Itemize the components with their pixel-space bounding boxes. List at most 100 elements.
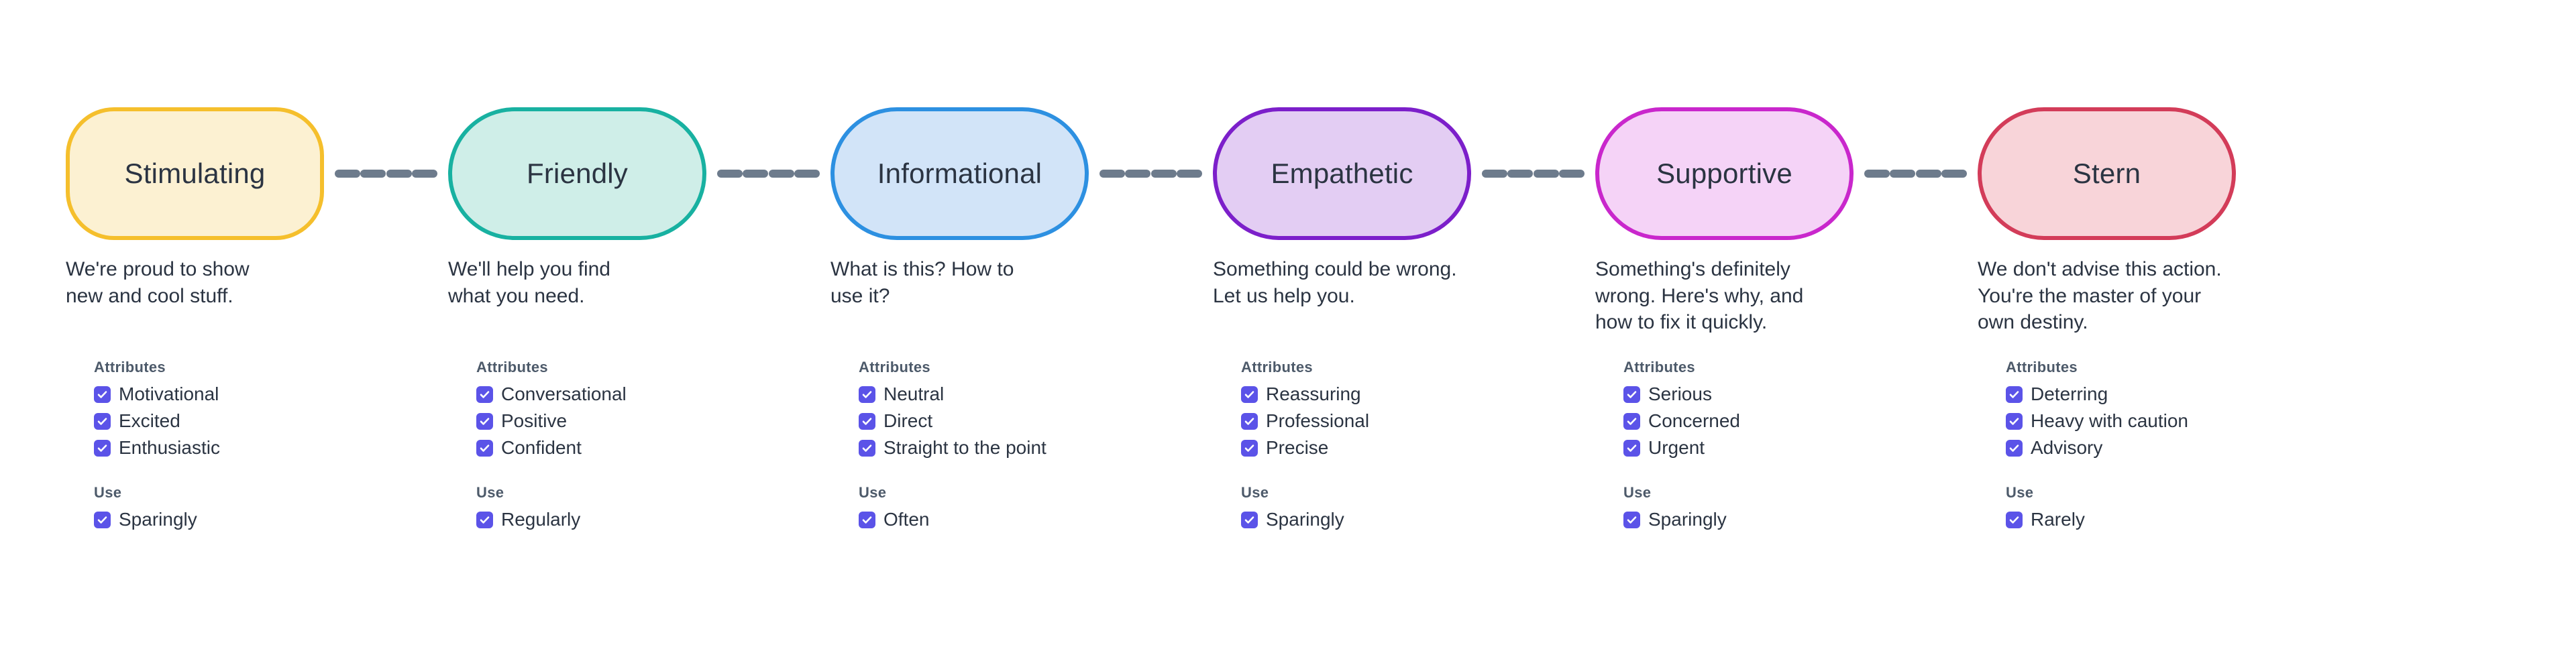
connector-dash <box>717 170 743 178</box>
use-heading: Use <box>94 484 122 501</box>
use-item[interactable]: Sparingly <box>1623 506 1919 533</box>
tone-description: Something could be wrong. Let us help yo… <box>1213 258 1457 307</box>
tone-pill-label: Informational <box>877 157 1042 189</box>
check-icon[interactable] <box>1241 412 1258 430</box>
attribute-item[interactable]: Excited <box>94 408 389 434</box>
attribute-item[interactable]: Straight to the point <box>859 434 1154 461</box>
checkbox-label: Urgent <box>1648 437 1705 458</box>
tone-pill-informational[interactable]: Informational <box>830 107 1089 240</box>
check-icon[interactable] <box>1623 386 1640 403</box>
checkbox-label: Deterring <box>2031 384 2108 404</box>
checkbox-label: Heavy with caution <box>2031 410 2189 431</box>
tone-pill-label: Friendly <box>527 157 628 189</box>
check-icon[interactable] <box>2006 439 2023 457</box>
attribute-item[interactable]: Professional <box>1241 408 1536 434</box>
attribute-item[interactable]: Advisory <box>2006 434 2301 461</box>
connector-dash <box>794 170 820 178</box>
tone-connector-empathetic-to-supportive <box>1482 170 1585 178</box>
use-item[interactable]: Rarely <box>2006 506 2301 533</box>
check-icon[interactable] <box>1623 511 1640 528</box>
tone-pill-stimulating[interactable]: Stimulating <box>66 107 324 240</box>
tone-connector-supportive-to-stern <box>1864 170 1967 178</box>
connector-dash <box>1176 170 1202 178</box>
connector-dash <box>1558 170 1585 178</box>
checkbox-label: Neutral <box>883 384 945 404</box>
check-icon[interactable] <box>2006 511 2023 528</box>
use-heading: Use <box>476 484 504 501</box>
check-icon[interactable] <box>859 439 875 457</box>
checkbox-label: Serious <box>1648 384 1712 404</box>
tone-pill-friendly[interactable]: Friendly <box>448 107 706 240</box>
tone-pill-wrapper: Friendly <box>448 107 706 240</box>
check-icon[interactable] <box>1623 412 1640 430</box>
tone-description: Something's definitely wrong. Here's why… <box>1595 258 1804 334</box>
tone-pill-empathetic[interactable]: Empathetic <box>1213 107 1471 240</box>
use-heading: Use <box>1623 484 1652 501</box>
use-heading: Use <box>2006 484 2034 501</box>
tone-pill-label: Stimulating <box>124 157 266 189</box>
tone-pill-label: Stern <box>2072 157 2141 189</box>
attribute-item[interactable]: Heavy with caution <box>2006 408 2301 434</box>
check-icon[interactable] <box>859 386 875 403</box>
attributes-heading: Attributes <box>476 359 548 375</box>
attribute-item[interactable]: Concerned <box>1623 408 1919 434</box>
checkbox-label: Precise <box>1266 437 1329 458</box>
attribute-item[interactable]: Urgent <box>1623 434 1919 461</box>
connector-dash <box>360 170 386 178</box>
connector-dash <box>768 170 794 178</box>
checkbox-label: Confident <box>501 437 582 458</box>
check-icon[interactable] <box>2006 412 2023 430</box>
check-icon[interactable] <box>476 412 493 430</box>
check-icon[interactable] <box>1241 386 1258 403</box>
attribute-item[interactable]: Conversational <box>476 381 771 408</box>
check-icon[interactable] <box>476 439 493 457</box>
check-icon[interactable] <box>859 412 875 430</box>
checkbox-label: Sparingly <box>119 509 197 530</box>
checkbox-label: Reassuring <box>1266 384 1361 404</box>
check-icon[interactable] <box>1241 511 1258 528</box>
attribute-item[interactable]: Confident <box>476 434 771 461</box>
tone-pill-wrapper: Informational <box>830 107 1089 240</box>
tone-description: We don't advise this action. You're the … <box>1978 258 2222 334</box>
attribute-item[interactable]: Motivational <box>94 381 389 408</box>
connector-dash <box>1864 170 1890 178</box>
tone-pill-stern[interactable]: Stern <box>1978 107 2236 240</box>
check-icon[interactable] <box>94 386 111 403</box>
attribute-item[interactable]: Direct <box>859 408 1154 434</box>
use-heading: Use <box>859 484 887 501</box>
check-icon[interactable] <box>476 386 493 403</box>
checkbox-label: Conversational <box>501 384 627 404</box>
tone-pill-wrapper: Stimulating <box>66 107 324 240</box>
check-icon[interactable] <box>1623 439 1640 457</box>
check-icon[interactable] <box>859 511 875 528</box>
checkbox-label: Rarely <box>2031 509 2085 530</box>
attribute-item[interactable]: Positive <box>476 408 771 434</box>
checkbox-label: Advisory <box>2031 437 2103 458</box>
check-icon[interactable] <box>94 412 111 430</box>
use-item[interactable]: Sparingly <box>1241 506 1536 533</box>
check-icon[interactable] <box>1241 439 1258 457</box>
tone-description: We'll help you find what you need. <box>448 258 610 307</box>
use-item[interactable]: Regularly <box>476 506 771 533</box>
check-icon[interactable] <box>476 511 493 528</box>
tone-pill-supportive[interactable]: Supportive <box>1595 107 1854 240</box>
use-item[interactable]: Often <box>859 506 1154 533</box>
attribute-item[interactable]: Deterring <box>2006 381 2301 408</box>
check-icon[interactable] <box>94 439 111 457</box>
attribute-item[interactable]: Precise <box>1241 434 1536 461</box>
attributes-heading: Attributes <box>859 359 930 375</box>
attributes-heading: Attributes <box>2006 359 2078 375</box>
use-item[interactable]: Sparingly <box>94 506 389 533</box>
check-icon[interactable] <box>2006 386 2023 403</box>
connector-dash <box>411 170 437 178</box>
attribute-item[interactable]: Enthusiastic <box>94 434 389 461</box>
attribute-item[interactable]: Serious <box>1623 381 1919 408</box>
attribute-item[interactable]: Reassuring <box>1241 381 1536 408</box>
check-icon[interactable] <box>94 511 111 528</box>
connector-dash <box>386 170 412 178</box>
attribute-item[interactable]: Neutral <box>859 381 1154 408</box>
